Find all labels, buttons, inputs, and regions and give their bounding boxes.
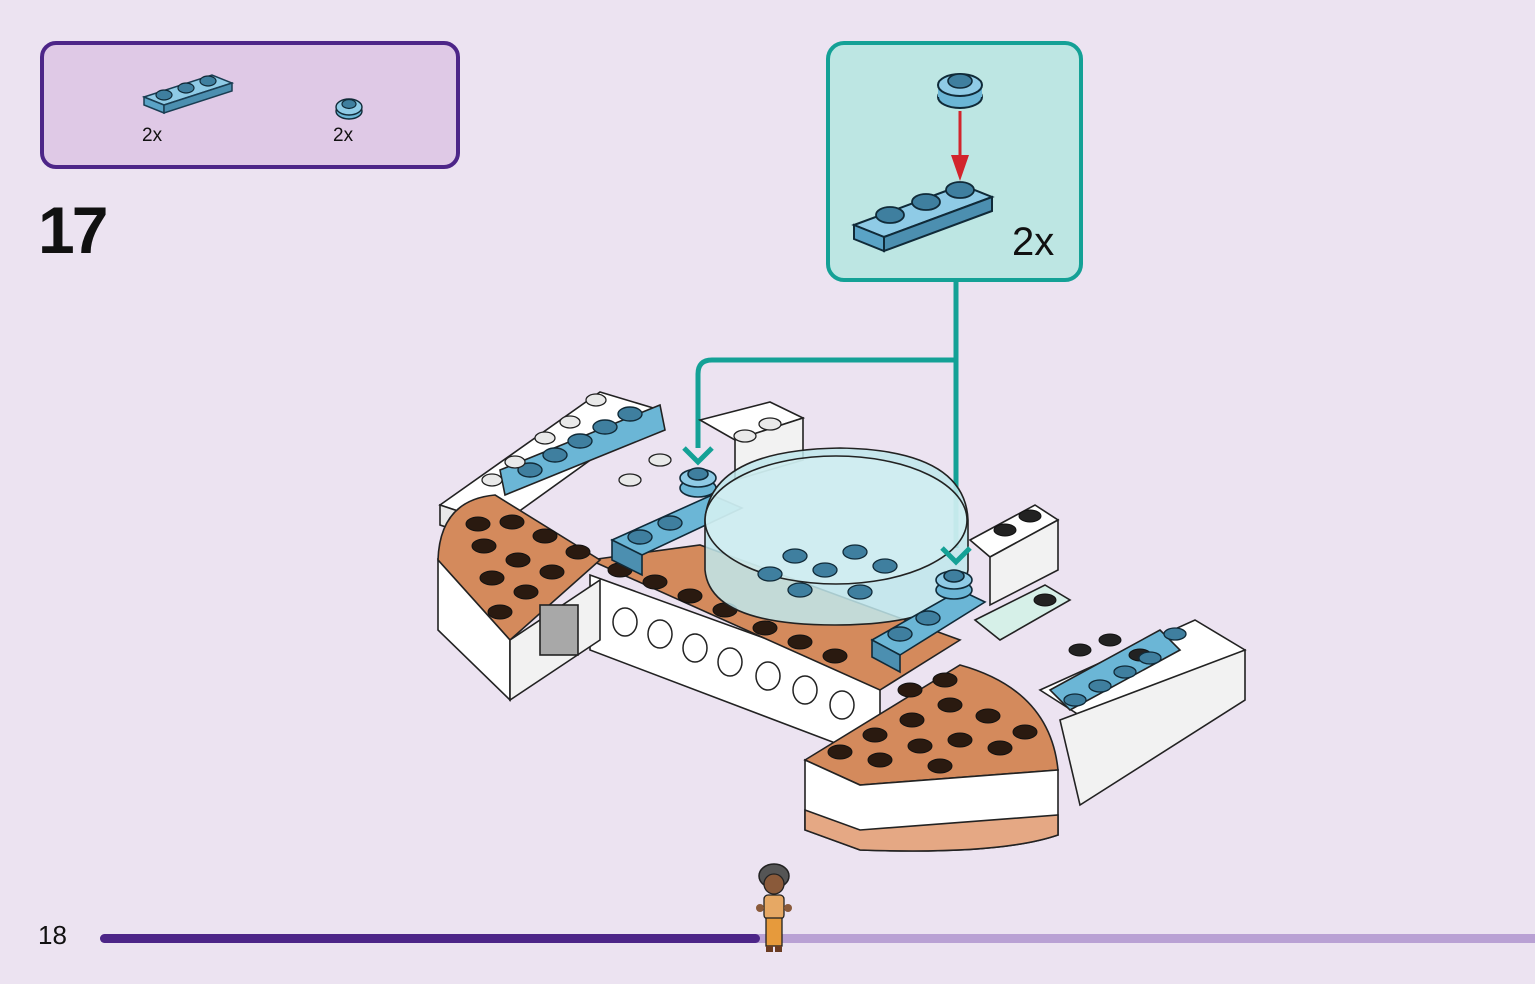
sub-assembly-quantity: 2x: [1012, 220, 1055, 264]
round-plate-1x1-azure-icon: [335, 98, 363, 120]
placement-arrow-left-icon: [682, 446, 714, 466]
minifigure-progress-marker-icon: [756, 863, 792, 952]
build-progress-fill: [100, 934, 761, 943]
arrow-down-icon: [951, 155, 969, 181]
build-progress-bar: [100, 934, 1535, 943]
step-number: 17: [38, 193, 108, 267]
placement-arrow-right-icon: [940, 546, 972, 566]
page-number: 18: [38, 920, 67, 950]
sub-assembly-callout: 2x: [826, 41, 1083, 282]
plate-1x3-azure-icon: [141, 74, 235, 115]
part-quantity: 2x: [142, 125, 163, 146]
build-model-illustration: [437, 282, 1247, 852]
part-quantity: 2x: [333, 125, 354, 146]
callout-connector-left: [695, 357, 956, 448]
sub-assembly-illustration: [851, 73, 995, 253]
parts-list-box: 2x 2x: [40, 41, 460, 169]
